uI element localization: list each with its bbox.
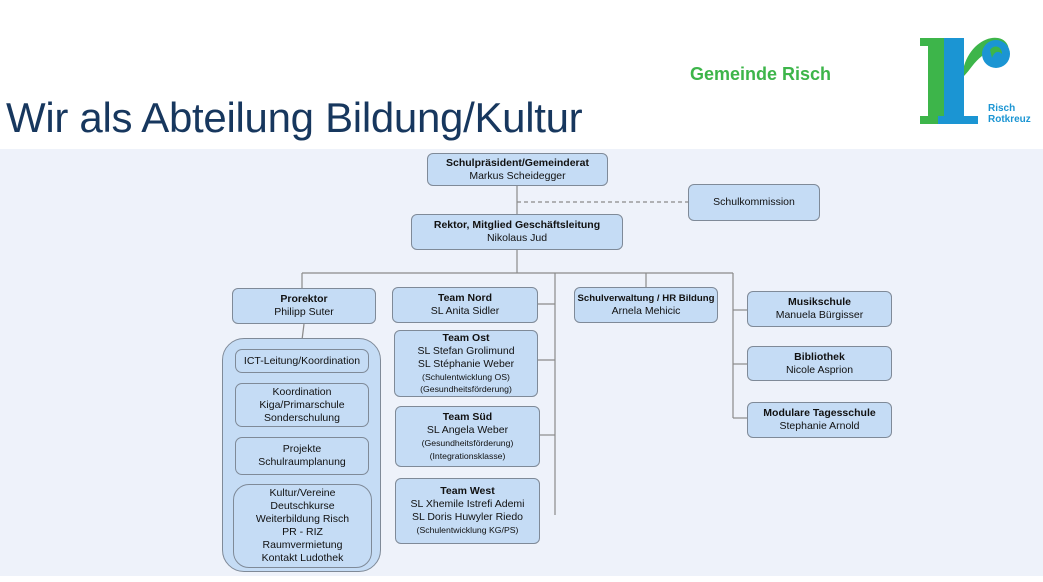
- node-president[interactable]: Schulpräsident/Gemeinderat Markus Scheid…: [427, 153, 608, 186]
- team-note: (Gesundheitsförderung): [421, 438, 514, 448]
- task-line: ICT-Leitung/Koordination: [243, 354, 361, 367]
- task-line: Sonderschulung: [264, 411, 340, 424]
- connector-prorector-group: [301, 323, 305, 341]
- team-note: (Integrationsklasse): [429, 450, 506, 461]
- team-name: Team Nord: [437, 292, 493, 304]
- node-prorector-name: Philipp Suter: [274, 306, 334, 318]
- culture-role: Modulare Tagesschule: [763, 407, 876, 419]
- prorector-task[interactable]: Koordination Kiga/Primarschule Sondersch…: [235, 383, 369, 427]
- node-president-name: Markus Scheidegger: [469, 169, 566, 182]
- node-musikschule[interactable]: Musikschule Manuela Bürgisser: [747, 291, 892, 327]
- node-team-ost[interactable]: Team Ost SL Stefan Grolimund SL Stéphani…: [394, 330, 538, 397]
- node-bibliothek[interactable]: Bibliothek Nicole Asprion: [747, 346, 892, 381]
- team-leader: SL Stéphanie Weber: [417, 357, 515, 370]
- node-rector-name: Nikolaus Jud: [486, 232, 548, 244]
- task-line: PR - RIZ: [282, 526, 323, 538]
- team-note: (Schulentwicklung OS): [422, 371, 510, 382]
- team-name: Team West: [440, 485, 495, 498]
- prorector-task[interactable]: Kultur/Vereine Deutschkurse Weiterbildun…: [233, 484, 372, 568]
- culture-role: Musikschule: [787, 296, 852, 308]
- node-administration-name: Arnela Mehicic: [611, 305, 681, 317]
- task-line: Deutschkurse: [270, 500, 335, 512]
- culture-name: Manuela Bürgisser: [775, 309, 864, 321]
- team-leader: SL Stefan Grolimund: [417, 344, 515, 357]
- node-commission-label: Schulkommission: [713, 196, 795, 208]
- node-team-sued[interactable]: Team Süd SL Angela Weber (Gesundheitsför…: [395, 406, 540, 467]
- task-line: Projekte: [282, 443, 322, 455]
- culture-role: Bibliothek: [794, 350, 845, 363]
- team-leader: SL Angela Weber: [426, 424, 509, 436]
- prorector-task[interactable]: Projekte Schulraumplanung: [235, 437, 369, 475]
- node-administration-role: Schulverwaltung / HR Bildung: [577, 293, 715, 304]
- task-line: Kiga/Primarschule: [259, 398, 345, 411]
- node-prorector[interactable]: Prorektor Philipp Suter: [232, 288, 376, 324]
- logo-text-rotkreuz: Rotkreuz: [988, 114, 1031, 125]
- page-title: Wir als Abteilung Bildung/Kultur: [6, 94, 583, 141]
- team-note: (Schulentwicklung KG/PS): [416, 525, 519, 536]
- prorector-task[interactable]: ICT-Leitung/Koordination: [235, 349, 369, 373]
- task-line: Schulraumplanung: [258, 456, 346, 468]
- culture-name: Nicole Asprion: [785, 363, 854, 376]
- task-line: Raumvermietung: [262, 539, 343, 551]
- team-leader: SL Doris Huwyler Riedo: [411, 511, 524, 524]
- node-team-west[interactable]: Team West SL Xhemile Istrefi Ademi SL Do…: [395, 478, 540, 544]
- team-note: (Gesundheitsförderung): [420, 384, 512, 394]
- node-administration[interactable]: Schulverwaltung / HR Bildung Arnela Mehi…: [574, 287, 718, 323]
- team-leader: SL Xhemile Istrefi Ademi: [410, 498, 525, 511]
- culture-name: Stephanie Arnold: [779, 420, 860, 432]
- logo-text-risch: Risch: [988, 103, 1016, 114]
- brand-name: Gemeinde Risch: [690, 64, 832, 84]
- task-line: Koordination: [272, 385, 332, 398]
- team-leader: SL Anita Sidler: [430, 305, 500, 317]
- node-president-role: Schulpräsident/Gemeinderat: [446, 156, 589, 169]
- node-rector-role: Rektor, Mitglied Geschäftsleitung: [433, 219, 601, 231]
- node-rector[interactable]: Rektor, Mitglied Geschäftsleitung Nikola…: [411, 214, 623, 250]
- node-commission[interactable]: Schulkommission: [688, 184, 820, 221]
- task-line: Kontakt Ludothek: [261, 552, 344, 564]
- node-prorector-role: Prorektor: [280, 293, 328, 305]
- task-line: Kultur/Vereine: [269, 487, 336, 499]
- risch-rotkreuz-logo-icon: [920, 37, 1010, 124]
- task-line: Weiterbildung Risch: [255, 513, 350, 525]
- team-name: Team Ost: [442, 331, 490, 344]
- node-team-nord[interactable]: Team Nord SL Anita Sidler: [392, 287, 538, 323]
- node-tagesschule[interactable]: Modulare Tagesschule Stephanie Arnold: [747, 402, 892, 438]
- team-name: Team Süd: [442, 411, 493, 423]
